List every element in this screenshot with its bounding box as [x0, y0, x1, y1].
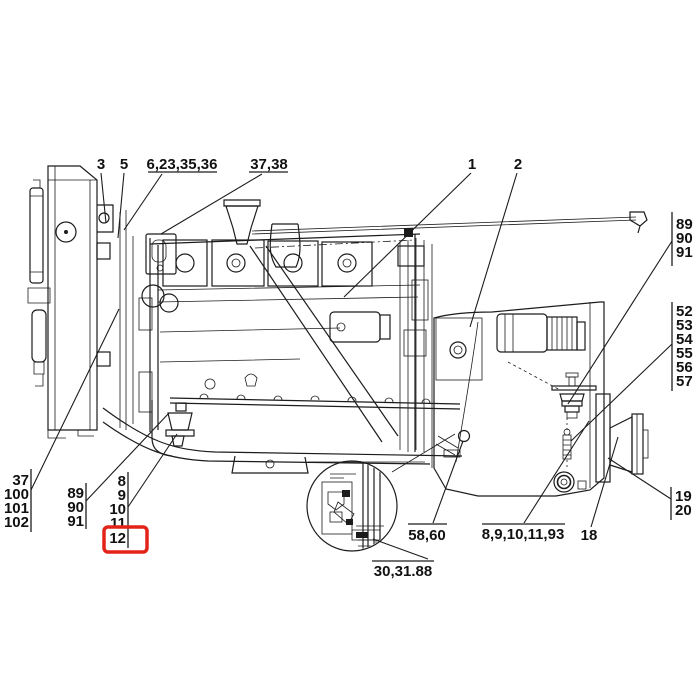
callout-left-8[interactable]: 8 — [118, 473, 126, 490]
drain-plug — [553, 471, 587, 493]
callout-brackets — [30, 171, 673, 562]
highlight-box — [102, 525, 149, 554]
callout-right-90[interactable]: 90 — [676, 230, 693, 247]
callout-left-10[interactable]: 10 — [109, 501, 126, 518]
engine-block — [149, 233, 461, 452]
callout-6-23-35-36[interactable]: 6,23,35,36 — [147, 156, 218, 173]
callout-left-37[interactable]: 37 — [12, 472, 29, 489]
breather-filler — [551, 372, 597, 419]
callout-left-102[interactable]: 102 — [4, 514, 29, 531]
leader-lines — [30, 172, 673, 560]
callout-53[interactable]: 53 — [676, 317, 693, 334]
callout-left-101[interactable]: 101 — [4, 500, 29, 517]
output-flange — [595, 393, 649, 483]
callout-1[interactable]: 1 — [468, 156, 476, 173]
dipstick — [562, 418, 572, 470]
starter-motor — [329, 311, 391, 343]
callout-2[interactable]: 2 — [514, 156, 522, 173]
callout-18[interactable]: 18 — [581, 527, 598, 544]
engine-mount — [165, 402, 195, 447]
flywheel-housing — [397, 238, 433, 468]
callout-left-90[interactable]: 90 — [67, 499, 84, 516]
oil-pan — [102, 400, 463, 474]
callout-left-89[interactable]: 89 — [67, 485, 84, 502]
callout-19[interactable]: 19 — [675, 488, 692, 505]
oil-filter — [496, 313, 586, 353]
callout-right-91[interactable]: 91 — [676, 244, 693, 261]
support-rod — [251, 211, 648, 237]
callout-left-9[interactable]: 9 — [118, 487, 126, 504]
callout-30-31-88[interactable]: 30,31.88 — [374, 563, 432, 580]
callout-56[interactable]: 56 — [676, 359, 693, 376]
cylinder-head-covers — [141, 233, 416, 313]
callout-52[interactable]: 52 — [676, 303, 693, 320]
hose-fitting — [435, 429, 471, 458]
callout-left-12[interactable]: 12 — [109, 530, 126, 547]
radiator-assembly — [27, 165, 114, 439]
transmission-assembly — [433, 301, 649, 497]
fan-shroud — [119, 210, 153, 430]
callout-8-9-10-11-93[interactable]: 8,9,10,11,93 — [482, 526, 565, 543]
callout-20[interactable]: 20 — [675, 502, 692, 519]
callout-3[interactable]: 3 — [97, 156, 105, 173]
callout-54[interactable]: 54 — [676, 331, 693, 348]
callout-5[interactable]: 5 — [120, 156, 128, 173]
callout-labels: 3 5 6,23,35,36 37,38 1 2 89 90 91 52 53 … — [4, 156, 693, 580]
callout-left-91[interactable]: 91 — [67, 513, 84, 530]
callout-37-38[interactable]: 37,38 — [250, 156, 288, 173]
callout-right-89[interactable]: 89 — [676, 216, 693, 233]
callout-55[interactable]: 55 — [676, 345, 693, 362]
detail-inset-circle — [306, 433, 456, 552]
callout-57[interactable]: 57 — [676, 373, 693, 390]
callout-58-60[interactable]: 58,60 — [408, 527, 446, 544]
callout-left-100[interactable]: 100 — [4, 486, 29, 503]
